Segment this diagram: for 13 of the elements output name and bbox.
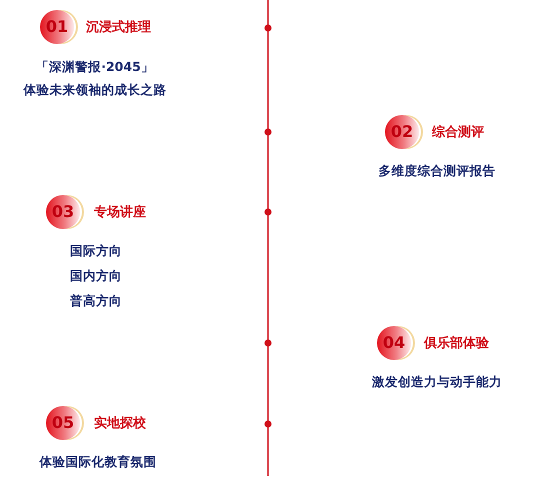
step-description: 国际方向 [70, 243, 122, 260]
step-title: 沉浸式推理 [86, 19, 151, 36]
step-description: 激发创造力与动手能力 [372, 374, 502, 391]
step-description: 体验未来领袖的成长之路 [24, 82, 166, 99]
step-title: 实地探校 [94, 414, 146, 432]
step-description: 国内方向 [70, 268, 122, 285]
step-description: 多维度综合测评报告 [378, 163, 496, 180]
step-title: 俱乐部体验 [424, 334, 489, 352]
step-description: 体验国际化教育氛围 [40, 454, 156, 471]
step-description: 普高方向 [70, 293, 122, 310]
step-title: 专场讲座 [94, 204, 146, 221]
step-description: 「深渊警报·2045」 [36, 59, 154, 76]
step-title: 综合测评 [432, 124, 484, 141]
